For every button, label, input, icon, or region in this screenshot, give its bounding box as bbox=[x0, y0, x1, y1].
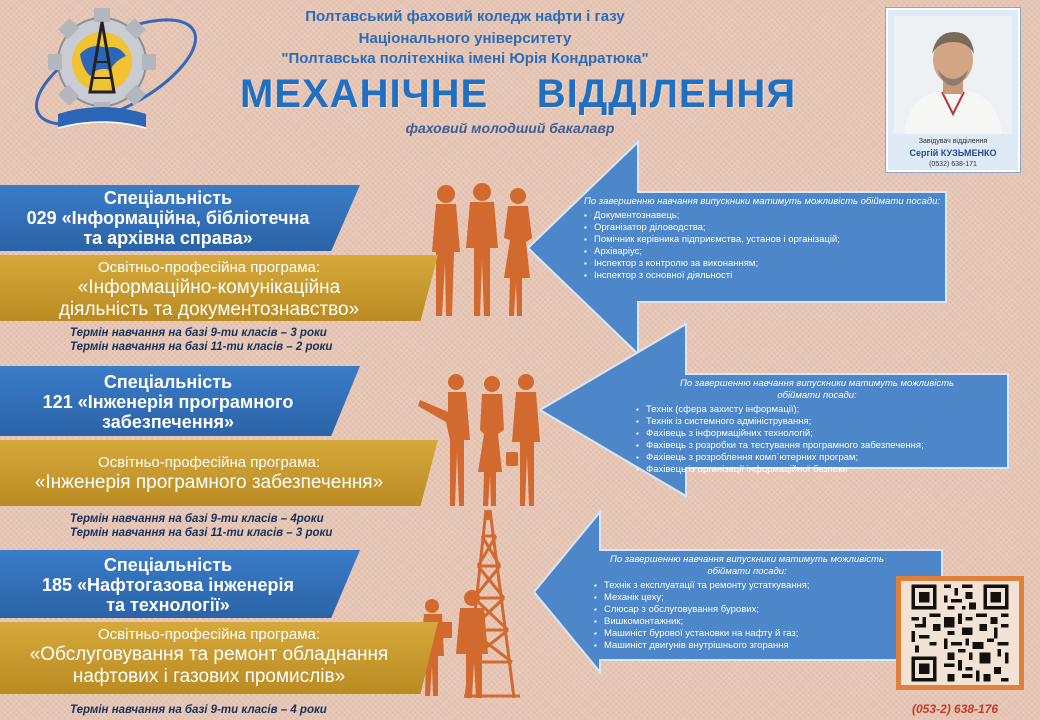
program-name-line: нафтових і газових промислів» bbox=[72, 666, 346, 687]
positions-list-3: Технік з експлуатації та ремонту устатку… bbox=[592, 580, 902, 652]
college-name-line-1: Полтавський фаховий коледж нафти і газу bbox=[305, 8, 625, 25]
positions-item: Механік цеху; bbox=[592, 592, 902, 604]
study-term: Термін навчання на базі 9-ти класів – 4 … bbox=[70, 704, 327, 716]
positions-list-1: Документознавець; Організатор діловодств… bbox=[582, 210, 942, 282]
head-phone: (0532) 638-171 bbox=[929, 161, 977, 168]
positions-item: Машиніст бурової установки на нафту й га… bbox=[592, 628, 902, 640]
head-role: Завідувач відділення bbox=[918, 138, 988, 145]
positions-item: Технік із системного адміністрування; bbox=[634, 416, 1006, 428]
specialty-name-line: та архівна справа» bbox=[83, 228, 253, 248]
positions-item: Технік з експлуатації та ремонту устатку… bbox=[592, 580, 902, 592]
oil-rig-icon bbox=[420, 509, 520, 699]
positions-item: Машиніст двигунів внутрішнього згорання bbox=[592, 640, 902, 652]
specialty-label: Спеціальність bbox=[103, 188, 233, 208]
positions-item: Фахівець з розроблення комп`ютерних прог… bbox=[634, 452, 1006, 464]
positions-item: Слюсар з обслуговування бурових; bbox=[592, 604, 902, 616]
head-photo bbox=[894, 16, 1012, 134]
head-name: Сергій КУЗЬМЕНКО bbox=[909, 148, 997, 158]
qr-code-frame[interactable] bbox=[896, 576, 1024, 690]
specialty-label: Спеціальність bbox=[103, 555, 233, 575]
qr-code-icon[interactable] bbox=[901, 581, 1019, 685]
program-name-line: «Інженерія програмного забезпечення» bbox=[34, 472, 384, 493]
positions-item: Архіваріус; bbox=[582, 246, 942, 258]
positions-item: Документознавець; bbox=[582, 210, 942, 222]
positions-box-1: По завершенню навчання випускники матиму… bbox=[582, 196, 942, 282]
study-term: Термін навчання на базі 9-ти класів – 3 … bbox=[70, 327, 327, 339]
specialty-banner-1: Спеціальність 029 «Інформаційна, бібліот… bbox=[0, 185, 360, 251]
specialty-name-line: забезпечення» bbox=[102, 412, 234, 432]
positions-item: Фахівець з розробки та тестування програ… bbox=[634, 440, 1006, 452]
positions-box-3: По завершенню навчання випускники матиму… bbox=[592, 554, 902, 652]
positions-box-2: По завершенню навчання випускники матиму… bbox=[628, 378, 1006, 476]
college-name-line-2: Національного університету bbox=[358, 30, 572, 47]
program-label: Освітньо-професійна програма: bbox=[97, 454, 321, 471]
people-silhouette-icon bbox=[418, 374, 540, 506]
specialty-name-line: 121 «Інженерія програмного bbox=[42, 392, 294, 412]
program-label: Освітньо-професійна програма: bbox=[97, 626, 321, 643]
study-term: Термін навчання на базі 11-ти класів – 3… bbox=[70, 527, 333, 539]
people-silhouette-icon bbox=[432, 183, 532, 316]
specialty-banner-2: Спеціальність 121 «Інженерія програмного… bbox=[0, 366, 360, 436]
positions-item: Технік (сфера захисту інформації); bbox=[634, 404, 1006, 416]
positions-intro-3: По завершенню навчання випускники матиму… bbox=[610, 554, 884, 577]
study-term: Термін навчання на базі 11-ти класів – 2… bbox=[70, 341, 333, 353]
contact-phone[interactable]: (053-2) 638-176 bbox=[912, 702, 999, 716]
specialty-name-line: 029 «Інформаційна, бібліотечна bbox=[26, 208, 310, 228]
program-banner-1: Освітньо-професійна програма: «Інформаці… bbox=[0, 255, 438, 321]
study-term: Термін навчання на базі 9-ти класів – 4р… bbox=[70, 513, 324, 525]
program-name-line: «Обслуговування та ремонт обладнання bbox=[29, 644, 389, 665]
positions-item: Організатор діловодства; bbox=[582, 222, 942, 234]
positions-item: Вишкомонтажник; bbox=[592, 616, 902, 628]
head-card: Завідувач відділення Сергій КУЗЬМЕНКО (0… bbox=[886, 8, 1020, 172]
positions-item: Фахівець із організації інформаційної бе… bbox=[634, 464, 1006, 476]
program-banner-3: Освітньо-професійна програма: «Обслугову… bbox=[0, 622, 438, 694]
positions-intro-2: По завершенню навчання випускники матиму… bbox=[680, 378, 954, 401]
positions-item: Помічник керівника підприємства, установ… bbox=[582, 234, 942, 246]
program-name-line: «Інформаційно-комунікаційна bbox=[77, 277, 341, 298]
positions-list-2: Технік (сфера захисту інформації); Техні… bbox=[628, 404, 1006, 476]
program-name-line: діяльність та документознавство» bbox=[58, 299, 360, 320]
positions-item: Інспектор з основної діяльності bbox=[582, 270, 942, 282]
college-logo-icon bbox=[34, 8, 198, 129]
specialty-banner-3: Спеціальність 185 «Нафтогазова інженерія… bbox=[0, 550, 360, 618]
positions-item: Фахівець з інформаційних технологій; bbox=[634, 428, 1006, 440]
degree-subtitle: фаховий молодший бакалавр bbox=[405, 120, 615, 136]
specialty-label: Спеціальність bbox=[103, 372, 233, 392]
specialty-name-line: 185 «Нафтогазова інженерія bbox=[42, 575, 294, 595]
department-title: МЕХАНІЧНЕ ВІДДІЛЕННЯ bbox=[240, 72, 797, 116]
program-banner-2: Освітньо-професійна програма: «Інженерія… bbox=[0, 440, 438, 506]
positions-intro-1: По завершенню навчання випускники матиму… bbox=[583, 196, 940, 207]
program-label: Освітньо-професійна програма: bbox=[97, 259, 321, 276]
specialty-name-line: та технології» bbox=[106, 595, 230, 615]
positions-item: Інспектор з контролю за виконанням; bbox=[582, 258, 942, 270]
college-name-line-3: "Полтавська політехніка імені Юрія Кондр… bbox=[281, 50, 649, 67]
